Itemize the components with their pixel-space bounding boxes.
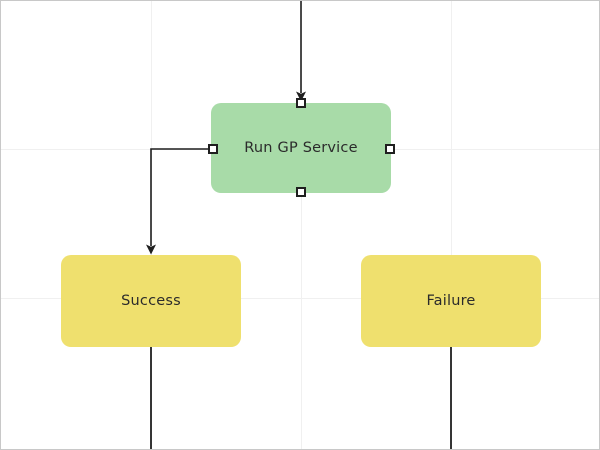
handle-left-icon[interactable] <box>208 144 218 154</box>
node-failure[interactable]: Failure <box>361 255 541 347</box>
edge-to-success[interactable] <box>146 148 213 255</box>
node-run-gp-service[interactable]: Run GP Service <box>211 103 391 193</box>
handle-top-icon[interactable] <box>296 98 306 108</box>
handle-bottom-icon[interactable] <box>296 187 306 197</box>
node-label: Run GP Service <box>244 140 358 156</box>
node-label: Failure <box>426 293 476 309</box>
handle-right-icon[interactable] <box>385 144 395 154</box>
node-label: Success <box>121 293 181 309</box>
node-success[interactable]: Success <box>61 255 241 347</box>
